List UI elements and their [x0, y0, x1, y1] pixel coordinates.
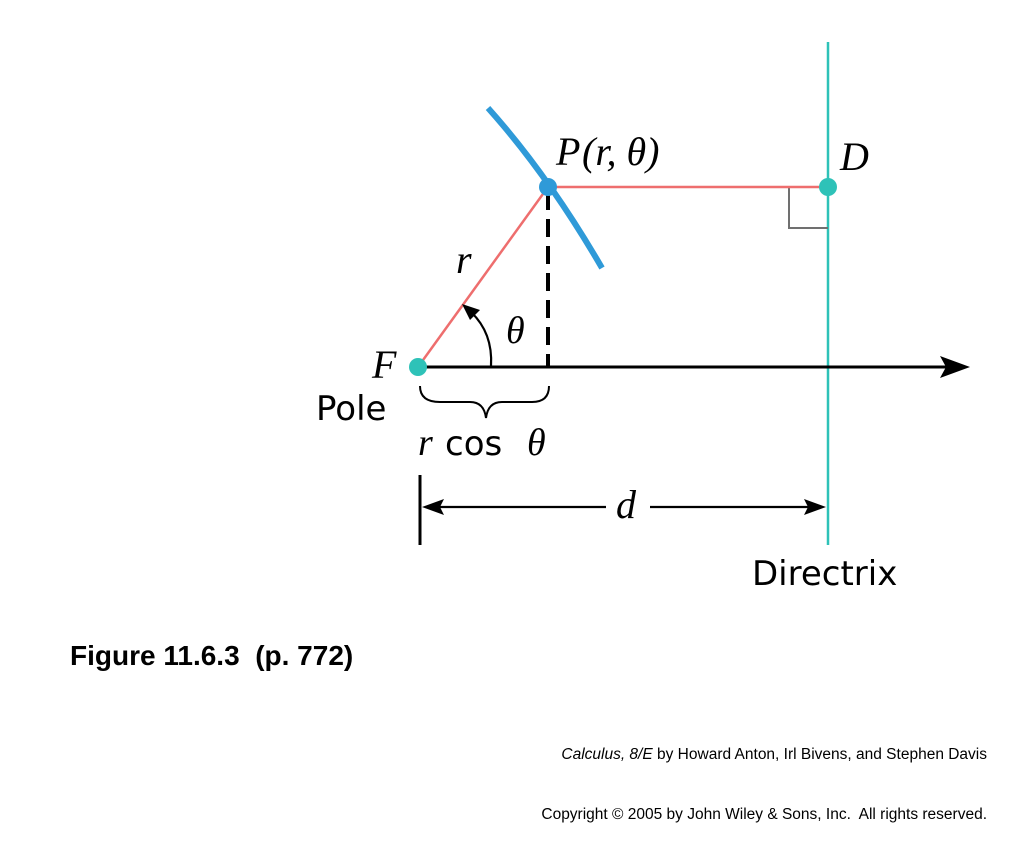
angle-arc — [470, 311, 493, 367]
label-projection-theta: θ — [527, 422, 546, 464]
right-angle-marker — [788, 187, 828, 229]
point-P — [539, 178, 557, 196]
label-D: D — [839, 134, 869, 179]
projection-brace — [419, 385, 550, 419]
label-angle-theta: θ — [506, 310, 525, 352]
credit-line-1: Calculus, 8/E by Howard Anton, Irl Biven… — [541, 745, 987, 765]
label-P-args: (r, θ) — [582, 129, 659, 174]
point-F — [409, 358, 427, 376]
credit-copyright: Copyright © 2005 by John Wiley & Sons, I… — [541, 806, 987, 823]
conic-directrix-diagram: P (r, θ) D F Pole r θ r cos θ d Directri… — [316, 42, 970, 594]
label-radius-r: r — [456, 237, 472, 282]
distance-arrowhead-right — [804, 499, 826, 515]
distance-arrowhead-left — [422, 499, 444, 515]
label-projection-r: r — [418, 422, 433, 464]
segment-FP — [416, 186, 550, 368]
label-F: F — [371, 342, 397, 387]
label-distance-d: d — [616, 482, 637, 527]
polar-axis-arrowhead — [940, 356, 970, 378]
book-authors: by Howard Anton, Irl Bivens, and Stephen… — [652, 746, 987, 763]
label-pole: Pole — [316, 389, 386, 429]
credit-block: Calculus, 8/E by Howard Anton, Irl Biven… — [541, 705, 987, 845]
point-D — [819, 178, 837, 196]
book-title: Calculus, 8/E — [561, 746, 653, 763]
label-directrix: Directrix — [752, 554, 897, 594]
figure-caption: Figure 11.6.3 (p. 772) — [70, 640, 354, 671]
label-projection-cos: cos — [445, 424, 502, 464]
label-P: P — [555, 129, 580, 174]
angle-arc-arrowhead — [462, 304, 480, 320]
